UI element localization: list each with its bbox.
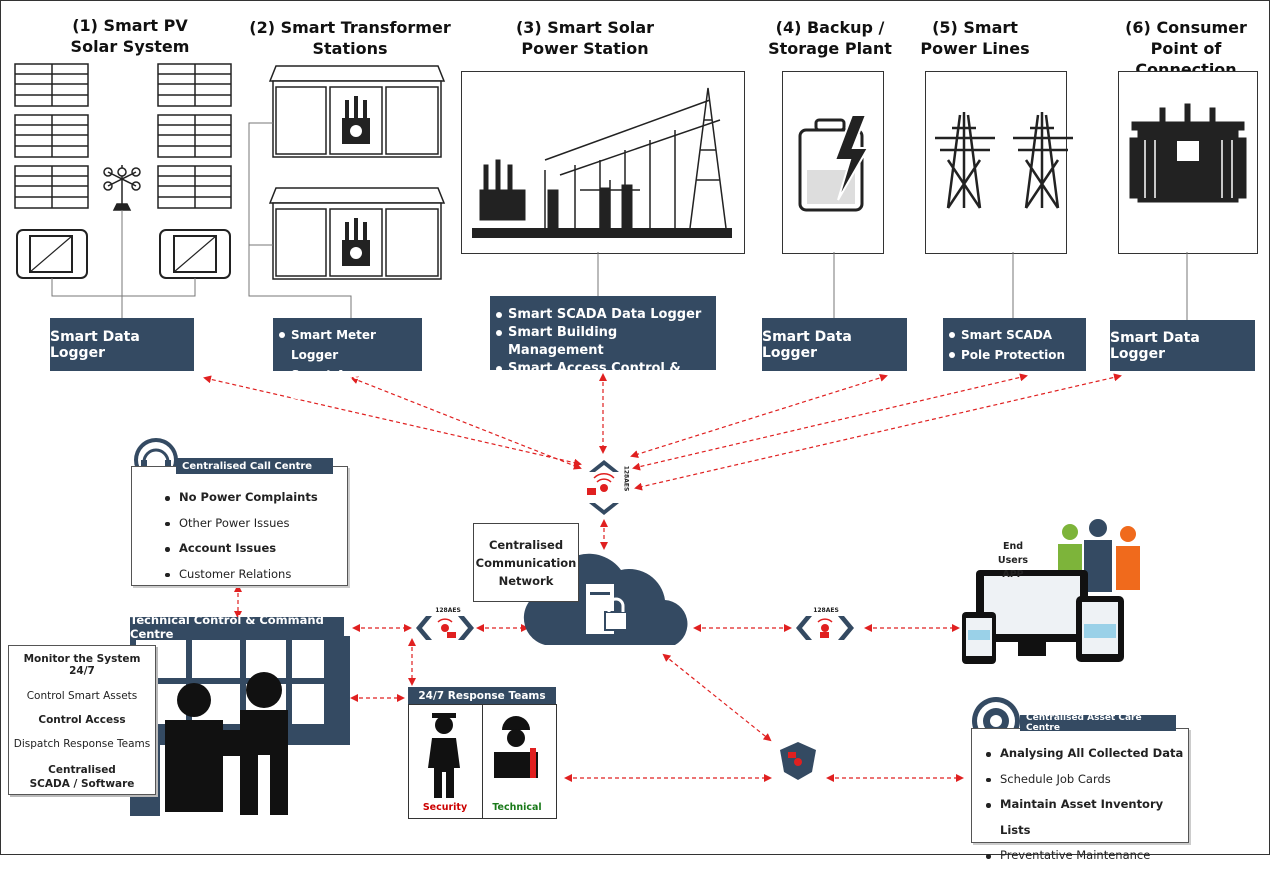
- power-lines-logger-item: Pole Protection: [949, 345, 1086, 365]
- call-centre-item: No Power Complaints: [165, 485, 318, 511]
- solar-station-logger: Smart SCADA Data Logger Smart Building M…: [490, 296, 716, 394]
- consumer-transformer-icon: [1129, 103, 1247, 203]
- encryption-right-icon: [796, 616, 854, 640]
- control-centre-title: Technical Control & Command Centre: [130, 613, 344, 641]
- station-title-backup-storage: (4) Backup / Storage Plant: [768, 18, 892, 58]
- solar-logger-item: Smart Building Management: [496, 324, 716, 360]
- power-lines-logger-item: Smart SCADA: [949, 325, 1086, 345]
- security-label: Security: [422, 802, 468, 813]
- call-centre-item: Account Issues: [165, 536, 318, 562]
- asset-care-title: Centralised Asset Care Centre: [1020, 713, 1176, 733]
- transformer-logger: Smart Meter Logger Smart Access Control: [273, 318, 422, 402]
- response-divider: [482, 705, 483, 818]
- asset-care-item: Preventative Maintenance: [986, 843, 1188, 869]
- pv-data-logger: Smart Data Logger: [50, 318, 194, 371]
- inverter-icon: [16, 229, 231, 279]
- station-title-transformer: (2) Smart Transformer Stations: [249, 18, 451, 58]
- communication-links: [203, 373, 1122, 782]
- response-teams-panel: [408, 704, 557, 819]
- encryption-label-right: 128AES: [813, 607, 839, 614]
- monitor-item: Centralised: [48, 764, 116, 776]
- end-users-label: End Users APP: [997, 541, 1029, 580]
- asset-care-item: Schedule Job Cards: [986, 767, 1188, 793]
- battery-icon: [798, 114, 870, 212]
- weather-station-icon: [103, 165, 141, 211]
- encryption-left-icon: [416, 616, 474, 640]
- encryption-label-hub: 128AES: [622, 465, 630, 492]
- technical-label: Technical: [492, 802, 542, 813]
- monitor-item: Control Smart Assets: [26, 690, 138, 702]
- solar-logger-item: Smart Access Control & Monitor: [496, 360, 716, 396]
- monitor-item: Dispatch Response Teams: [13, 738, 151, 750]
- encryption-bottom-icon: [780, 742, 816, 780]
- power-lines-logger: Smart SCADA Pole Protection: [943, 318, 1086, 371]
- power-station-icon: [472, 87, 732, 238]
- storage-data-logger: Smart Data Logger: [762, 318, 907, 371]
- call-centre-item: Other Power Issues: [165, 511, 318, 537]
- solar-logger-item: Smart SCADA Data Logger: [496, 306, 716, 324]
- storage-logger-label: Smart Data Logger: [762, 328, 852, 361]
- security-guard-icon: [428, 713, 460, 798]
- transformer-station-icon: [268, 65, 446, 280]
- consumer-logger-label: Smart Data Logger: [1110, 329, 1200, 362]
- pv-logger-label: Smart Data Logger: [50, 328, 140, 361]
- end-users-icon: [962, 519, 1140, 664]
- consumer-data-logger: Smart Data Logger: [1110, 320, 1255, 371]
- control-room-icon: [130, 636, 370, 817]
- monitor-item: Control Access: [38, 714, 126, 726]
- monitor-panel: Monitor the System 24/7 Control Smart As…: [8, 645, 156, 795]
- call-centre-item: Customer Relations: [165, 562, 318, 588]
- network-label: Centralised Communication Network: [473, 523, 579, 602]
- transformer-logger-item: Smart Meter Logger: [279, 325, 422, 365]
- technician-icon: [494, 716, 538, 778]
- pylon-icon: [935, 112, 1073, 209]
- transformer-logger-item: Smart Access Control: [279, 365, 422, 405]
- monitor-item: Monitor the System 24/7: [23, 653, 141, 677]
- station-title-pv-solar: (1) Smart PV Solar System: [70, 16, 190, 56]
- call-centre-card: No Power Complaints Other Power Issues A…: [131, 466, 348, 586]
- call-centre-title: Centralised Call Centre: [176, 458, 333, 474]
- asset-care-item: Maintain Asset Inventory Lists: [986, 792, 1188, 843]
- station-title-power-lines: (5) Smart Power Lines: [920, 18, 1030, 58]
- asset-care-item: Analysing All Collected Data: [986, 741, 1188, 767]
- response-teams-title: 24/7 Response Teams: [408, 687, 556, 704]
- solar-panels-icon: [14, 63, 232, 209]
- encryption-hub-icon: [587, 460, 619, 515]
- encryption-label-left: 128AES: [435, 607, 461, 614]
- monitor-item: SCADA / Software: [29, 778, 135, 790]
- asset-care-card: Analysing All Collected Data Schedule Jo…: [971, 728, 1189, 862]
- station-title-solar-power-station: (3) Smart Solar Power Station: [515, 18, 655, 58]
